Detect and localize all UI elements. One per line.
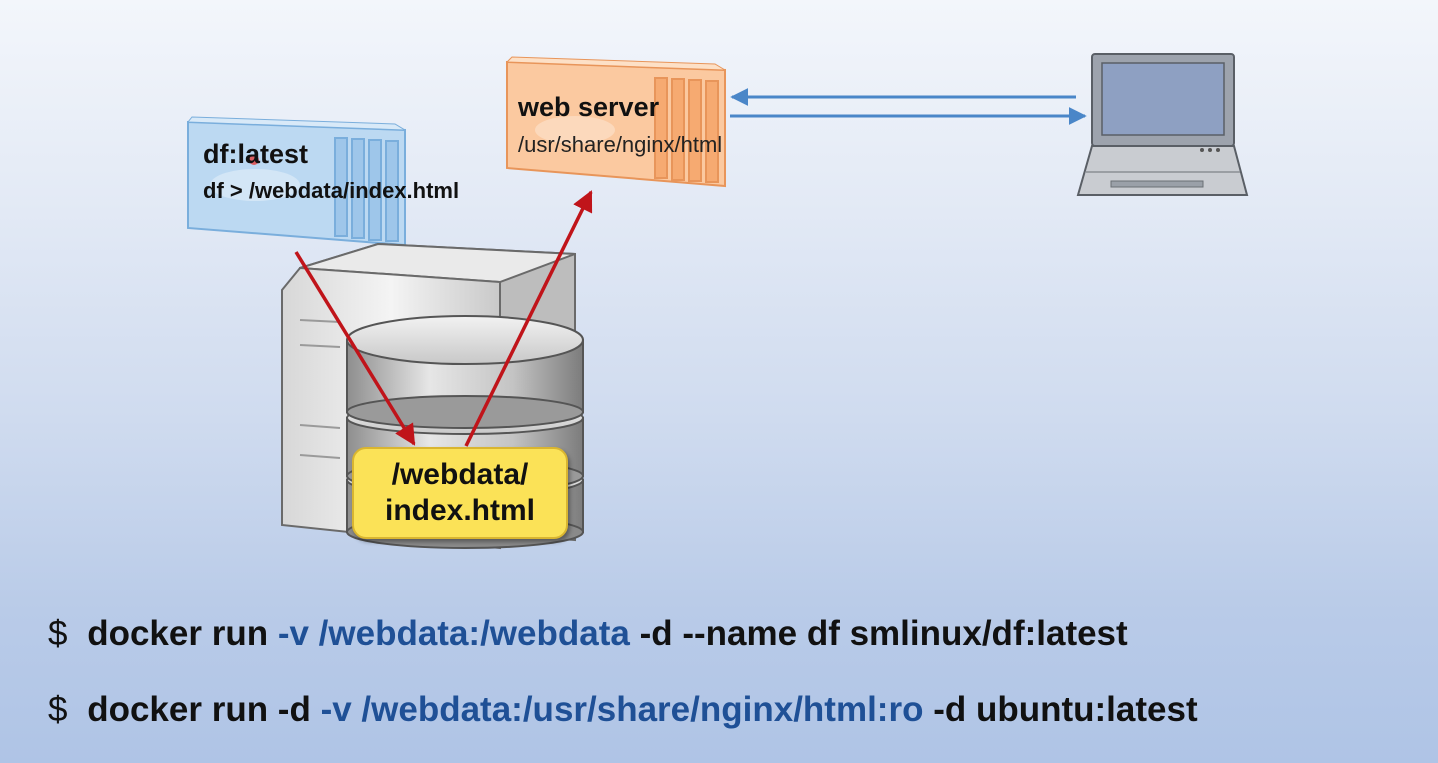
command-part: docker run -d: [87, 690, 311, 729]
command-part: -d ubuntu:latest: [933, 690, 1198, 729]
web-container-icon: [505, 56, 726, 188]
df-container-label: df:latest: [203, 139, 309, 169]
command-volume-flag: -v /webdata:/usr/share/nginx/html:ro: [320, 690, 924, 729]
command-line-2: $ docker run -d -v /webdata:/usr/share/n…: [48, 690, 1198, 730]
write-arrow: [294, 251, 416, 446]
volume-note-line1: /webdata/: [391, 458, 529, 491]
command-line-1: $ docker run -v /webdata:/webdata -d --n…: [48, 614, 1128, 654]
df-command-label: df > /webdata/index.html: [203, 178, 460, 203]
read-arrow: [464, 190, 593, 447]
command-part: -d --name df smlinux/df:latest: [639, 614, 1128, 653]
command-part: docker run: [87, 614, 269, 653]
prompt-symbol: $: [48, 690, 68, 729]
df-container-icon: [186, 116, 406, 247]
prompt-symbol: $: [48, 614, 68, 653]
command-volume-flag: -v /webdata:/webdata: [277, 614, 630, 653]
web-server-label: web server: [518, 92, 660, 122]
laptop-icon: [1076, 53, 1249, 196]
volume-note: /webdata/ index.html: [352, 447, 568, 539]
volume-note-line2: index.html: [384, 494, 535, 527]
web-path-label: /usr/share/nginx/html: [518, 132, 723, 157]
